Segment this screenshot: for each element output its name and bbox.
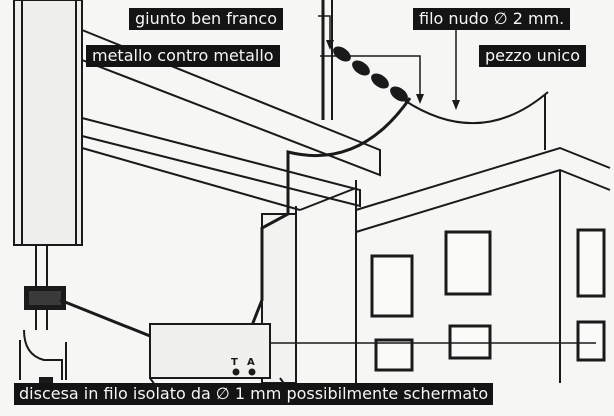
building — [355, 95, 611, 383]
antenna-mast — [321, 0, 333, 120]
radio-receiver — [149, 323, 292, 393]
roof-slab — [81, 29, 381, 211]
downlead-label: discesa in filo isolato da ∅ 1 mm possib… — [14, 383, 494, 405]
insulator-chain-icon — [333, 46, 408, 102]
metal-contact-label: metallo contro metallo — [86, 45, 280, 67]
terminal-t-label: T — [231, 357, 238, 368]
terminal-a-label: A — [247, 357, 255, 368]
wall-socket-icon — [24, 286, 66, 310]
leader-lines — [262, 15, 596, 344]
joint-label: giunto ben franco — [129, 8, 283, 30]
parapet-column — [261, 180, 357, 384]
building-windows — [370, 228, 606, 372]
antenna-terminals: T A — [231, 357, 256, 376]
bare-wire — [403, 91, 549, 125]
interior-pipe — [19, 245, 67, 387]
interior-wall — [13, 0, 83, 246]
bare-wire-label: filo nudo ∅ 2 mm. — [413, 8, 571, 30]
single-piece-label: pezzo unico — [479, 45, 586, 67]
